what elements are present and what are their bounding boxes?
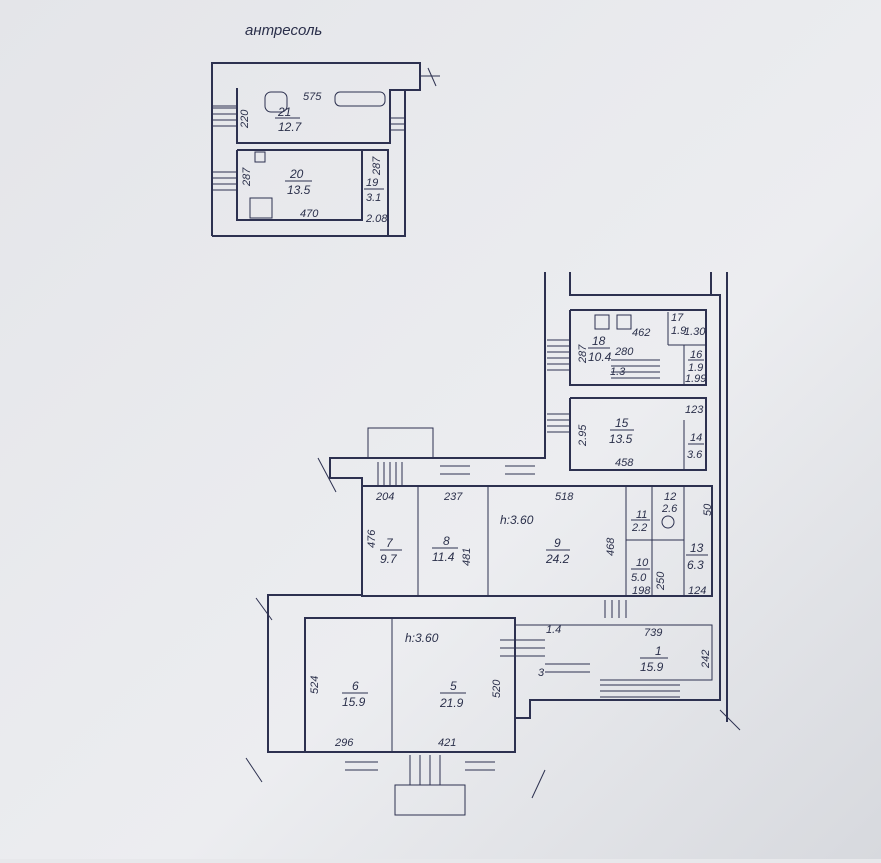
porch-bottom [394, 784, 466, 816]
dim-mz-0: 575 [303, 91, 322, 103]
dim-mz-2: 287 [241, 167, 253, 187]
room-7-area: 9.7 [380, 552, 398, 566]
mezzanine-plan: 21 12.7 20 13.5 19 3.1 575 220 287 287 4… [211, 62, 440, 237]
dim-1: 462 [632, 327, 650, 339]
room-17-id: 17 [671, 312, 684, 324]
room-12-id: 12 [664, 491, 676, 503]
room-10-area: 5.0 [631, 572, 647, 584]
ceiling-height-back: h:3.60 [500, 513, 534, 527]
room-1-area: 15.9 [640, 660, 664, 674]
room-20-area: 13.5 [287, 183, 311, 197]
room-18-area: 10.4 [588, 350, 612, 364]
room-15-id: 15 [615, 416, 629, 430]
dim-12: 481 [461, 548, 473, 566]
stove-icon [594, 314, 610, 330]
room-11-id: 11 [636, 509, 647, 521]
room-13-id: 13 [690, 541, 704, 555]
front-block-outline [304, 617, 516, 753]
dim-18: 520 [491, 679, 503, 698]
main-stairs [345, 339, 680, 785]
stove-icon [249, 197, 273, 219]
dim-3: 1.30 [684, 326, 706, 338]
dim-25: 50 [702, 503, 714, 516]
room-16-area: 1.9 [688, 362, 703, 374]
dim-7: 123 [685, 404, 704, 416]
room-14-id: 14 [690, 432, 702, 444]
dim-8: 204 [375, 491, 394, 503]
dim-14: 198 [632, 585, 651, 597]
room-8-id: 8 [443, 534, 450, 548]
room-17-area: 1.9 [671, 325, 686, 337]
main-floor-plan: h:3.60 h:3.60 18 10.4 17 1.9 16 1.9 15 1… [245, 272, 741, 816]
toilet-icon [661, 515, 675, 529]
dim-13: 468 [605, 537, 617, 556]
porch-top [367, 427, 434, 459]
dim-17: 524 [309, 676, 321, 694]
dim-23: 1.4 [546, 624, 561, 636]
room-12-area: 2.6 [661, 503, 678, 515]
dim-mz-5: 2.08 [365, 213, 388, 225]
room-11-area: 2.2 [631, 522, 647, 534]
stove-icon [616, 314, 632, 330]
room-5-id: 5 [450, 679, 457, 693]
room-21-id: 21 [277, 105, 291, 119]
bathtub-icon [334, 91, 386, 107]
dim-10: 518 [555, 491, 574, 503]
room-6-area: 15.9 [342, 695, 366, 709]
room-labels: 18 10.4 17 1.9 16 1.9 15 13.5 14 3.6 12 … [342, 312, 708, 710]
dimension-labels: 287 462 280 1.30 1.99 2.95 458 123 204 2… [309, 326, 714, 749]
dim-22: 242 [700, 650, 712, 669]
dim-16: 124 [688, 585, 706, 597]
ceiling-height-front: h:3.60 [405, 631, 439, 645]
sink-icon [254, 151, 266, 163]
dim-21: 739 [644, 627, 662, 639]
dim-mz-3: 287 [371, 156, 383, 176]
dim-6: 458 [615, 457, 634, 469]
dim-9: 237 [443, 491, 463, 503]
room-16-id: 16 [690, 349, 703, 361]
dim-20: 421 [438, 737, 456, 749]
middle-block-outline [361, 485, 713, 597]
room-19-id: 19 [366, 177, 378, 189]
dim-mz-1: 220 [239, 109, 251, 129]
room-8-area: 11.4 [432, 550, 455, 564]
dim-19: 296 [334, 737, 354, 749]
room-1-id: 1 [655, 644, 662, 658]
room-13-area: 6.3 [687, 558, 704, 572]
room-14-area: 3.6 [687, 449, 703, 461]
dim-4: 1.99 [685, 373, 706, 385]
room-10-id: 10 [636, 557, 649, 569]
room-20-id: 20 [289, 167, 304, 181]
room-21-area: 12.7 [278, 120, 303, 134]
mezzanine-stairs [213, 107, 405, 191]
room-19-area: 3.1 [366, 192, 381, 204]
dim-11: 476 [366, 529, 378, 548]
dim-5: 2.95 [577, 424, 589, 447]
room-7-id: 7 [386, 536, 394, 550]
mezzanine-title: антресоль [245, 22, 322, 39]
toilet-icon [264, 91, 288, 113]
room-18-id: 18 [592, 334, 606, 348]
dim-24: 3 [538, 667, 545, 679]
dim-2: 280 [614, 346, 634, 358]
room-5-area: 21.9 [439, 696, 464, 710]
room-9-id: 9 [554, 536, 561, 550]
dim-15: 250 [655, 571, 667, 591]
room-6-id: 6 [352, 679, 359, 693]
room-15-area: 13.5 [609, 432, 633, 446]
room-9-area: 24.2 [545, 552, 570, 566]
dim-0: 287 [577, 344, 589, 364]
dim-26: 1.3 [610, 366, 626, 378]
dim-mz-4: 470 [300, 208, 319, 220]
